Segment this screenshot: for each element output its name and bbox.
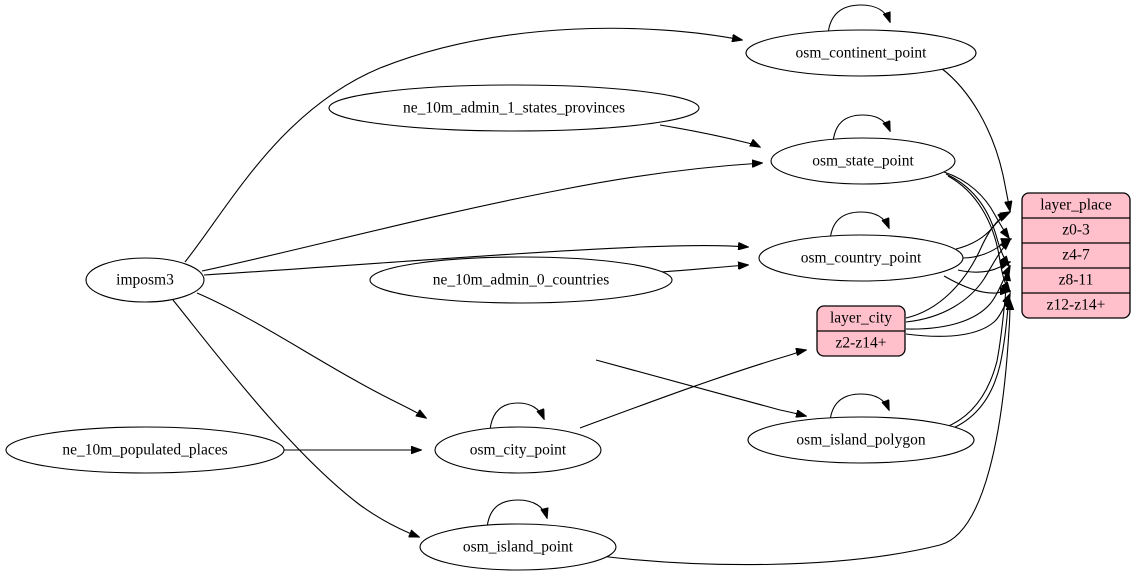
selfloop-osm_city_point [489, 402, 544, 431]
edge-imposm3-to-osm_state_point [201, 163, 762, 272]
edge-imposm3-to-osm_island_point [172, 299, 419, 537]
edge-osm_island_polygon-to-layer_place-z12-z14 [945, 297, 1009, 432]
node-ne_10m_populated_places[interactable]: ne_10m_populated_places [5, 426, 285, 474]
edge-osm_country_point-to-layer_place-z8-11 [957, 262, 1010, 273]
selfloop-osm_country_point [829, 211, 889, 241]
node-osm_island_polygon[interactable]: osm_island_polygon [747, 416, 975, 464]
edge-osm_island_polygon-to-layer_place-z8-11 [943, 271, 1008, 429]
edge-osm_state_point-to-layer_place-z4-7 [943, 171, 1009, 238]
edge-layer_city-to-layer_place-z12-z14 [905, 294, 1010, 337]
edge-layer [172, 4, 1011, 566]
selfloop-osm_continent_point [827, 4, 890, 35]
edge-osm_country_point-to-layer_place-z12-z14 [943, 275, 1010, 293]
edge-layer_city-to-layer_place-z8-11 [905, 266, 1010, 330]
edge-osm_state_point-to-layer_place-z8-11 [945, 173, 1009, 266]
selfloop-osm_island_point [486, 499, 547, 529]
edge-osm_city_point-to-osm_island_polygon [595, 359, 806, 416]
edge-osm_state_point-to-layer_place-z12-z14 [947, 175, 1010, 292]
edge-imposm3-to-osm_continent_point [184, 27, 742, 263]
edge-layer_city-to-layer_place-z0-3 [905, 213, 1008, 319]
node-ne_10m_admin_1_states_provinces[interactable]: ne_10m_admin_1_states_provinces [328, 84, 700, 132]
edge-imposm3-to-osm_city_point [196, 292, 426, 418]
node-osm_island_point[interactable]: osm_island_point [419, 523, 617, 571]
node-layer_city[interactable]: layer_city z2-z14+ [816, 305, 906, 357]
node-ne_10m_admin_0_countries[interactable]: ne_10m_admin_0_countries [369, 256, 673, 304]
edge-imposm3-to-osm_country_point [203, 246, 748, 276]
edge-osm_island_point-to-layer_place-z12-z14 [599, 300, 1010, 566]
selfloop-osm_island_polygon [829, 393, 889, 422]
edge-osm_country_point-to-layer_place-z4-7 [962, 239, 1011, 259]
node-osm_country_point[interactable]: osm_country_point [758, 234, 964, 282]
edge-ne_10m_admin_1_states_provinces-to-osm_state_point [659, 124, 760, 147]
node-osm_continent_point[interactable]: osm_continent_point [745, 29, 977, 77]
node-osm_state_point[interactable]: osm_state_point [770, 137, 956, 185]
selfloop-osm_state_point [832, 114, 890, 143]
node-osm_city_point[interactable]: osm_city_point [434, 426, 602, 474]
edge-osm_city_point-to-layer_city-z2-z14 [579, 350, 806, 429]
edge-layer_city-to-layer_place-z4-7 [905, 240, 1010, 323]
edge-ne_10m_admin_0_countries-to-osm_country_point [660, 265, 748, 273]
node-imposm3[interactable]: imposm3 [85, 257, 205, 303]
node-layer_place[interactable]: layer_place z0-3 z4-7 z8-11 z12-z14+ [1021, 192, 1131, 319]
edge-osm_continent_point-to-layer_place-z0-3 [940, 67, 1010, 211]
node-layer: imposm3 ne_10m_admin_1_states_provinces … [5, 29, 1131, 571]
